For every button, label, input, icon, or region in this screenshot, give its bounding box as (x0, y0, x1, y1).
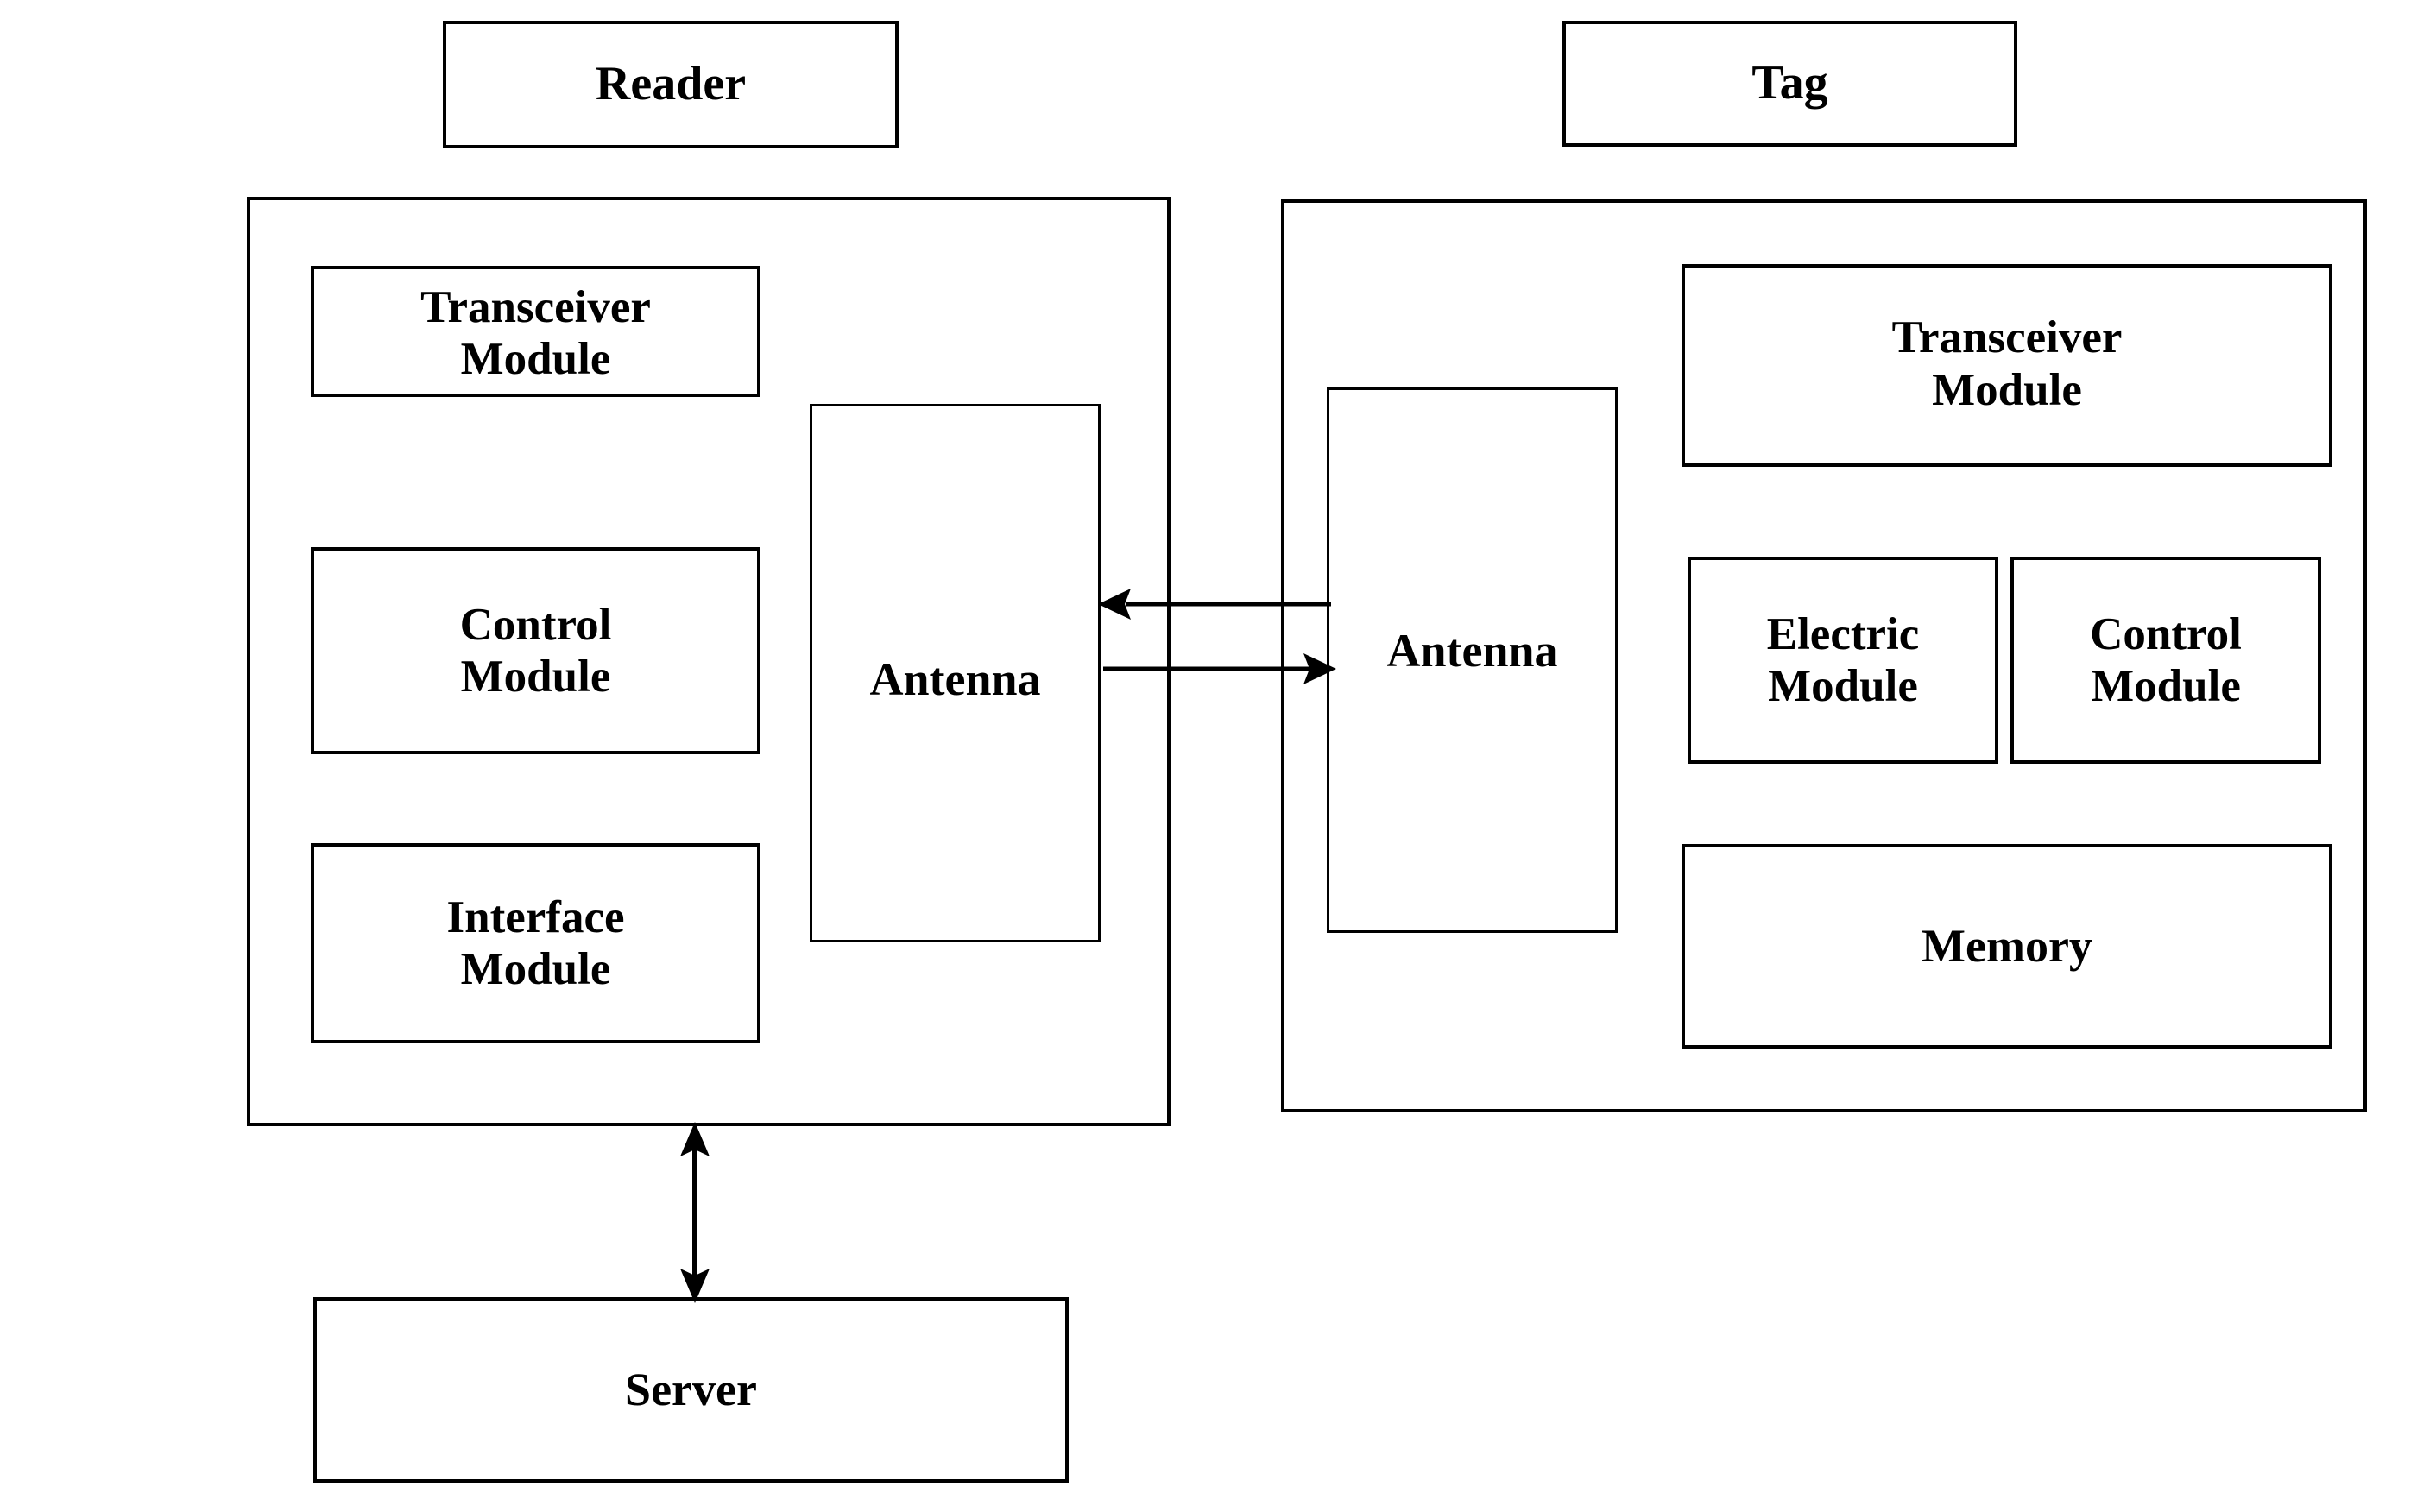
arrow-tag-to-reader (1098, 589, 1331, 620)
reader-interface-label: Interface Module (446, 891, 625, 994)
tag-title-label: Tag (1751, 56, 1828, 110)
reader-title-label: Reader (595, 57, 747, 111)
tag-transceiver-module: Transceiver Module (1682, 264, 2332, 467)
tag-control-label: Control Module (2090, 608, 2242, 711)
reader-title-box: Reader (443, 21, 899, 148)
tag-antenna-label: Antenna (1386, 625, 1558, 677)
reader-antenna-label: Antenna (869, 653, 1041, 706)
tag-electric-module: Electric Module (1688, 557, 1998, 764)
tag-title-box: Tag (1562, 21, 2017, 147)
reader-transceiver-label: Transceiver Module (420, 281, 651, 384)
server-label: Server (625, 1363, 757, 1415)
tag-memory-module: Memory (1682, 844, 2332, 1049)
arrow-double-vertical (680, 1122, 710, 1303)
reader-interface-module: Interface Module (311, 843, 760, 1043)
reader-transceiver-module: Transceiver Module (311, 266, 760, 397)
reader-control-label: Control Module (459, 599, 612, 702)
tag-control-module: Control Module (2010, 557, 2321, 764)
antenna-link-arrows (1098, 589, 1336, 684)
server-box: Server (313, 1297, 1069, 1483)
tag-antenna-module: Antenna (1327, 387, 1618, 933)
tag-memory-label: Memory (1922, 919, 2092, 972)
reader-server-link-arrow (680, 1122, 710, 1303)
reader-control-module: Control Module (311, 547, 760, 754)
arrow-reader-to-tag (1103, 653, 1336, 684)
reader-antenna-module: Antenna (810, 404, 1101, 942)
tag-transceiver-label: Transceiver Module (1891, 312, 2123, 415)
tag-electric-label: Electric Module (1766, 608, 1920, 711)
